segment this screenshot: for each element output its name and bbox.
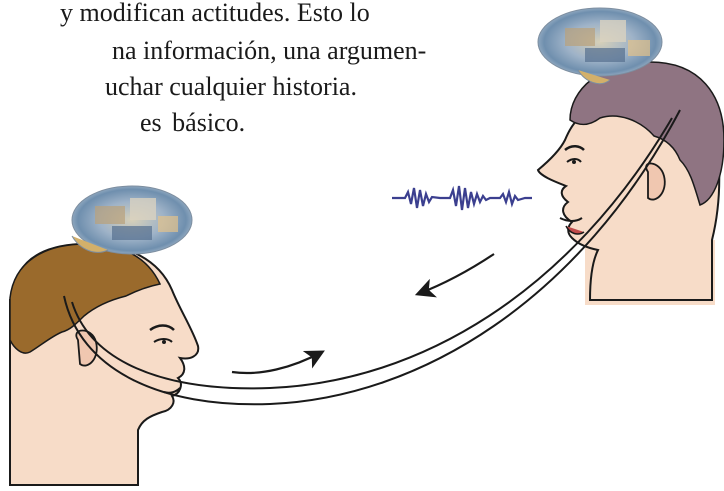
right-thought-bubble bbox=[537, 7, 663, 85]
left-thought-bubble bbox=[71, 185, 193, 255]
arrow-to-right bbox=[231, 350, 325, 375]
left-listener-head bbox=[9, 242, 200, 486]
paragraph-fragment: y modifican actitudes. Esto lo na inform… bbox=[0, 0, 426, 160]
sound-wave-icon bbox=[392, 185, 532, 211]
arrow-to-left bbox=[414, 253, 495, 298]
text-line-4: es básico. bbox=[140, 108, 246, 137]
arrows bbox=[231, 253, 495, 375]
communication-curves bbox=[63, 109, 681, 406]
right-speaker-head bbox=[536, 61, 724, 305]
inner-curve bbox=[71, 117, 673, 390]
text-line-2: na información, una argumen- bbox=[112, 36, 427, 65]
text-line-1: y modifican actitudes. Esto lo bbox=[60, 0, 370, 27]
outer-curve bbox=[63, 109, 681, 406]
text-line-3: uchar cualquier historia. bbox=[105, 72, 357, 101]
